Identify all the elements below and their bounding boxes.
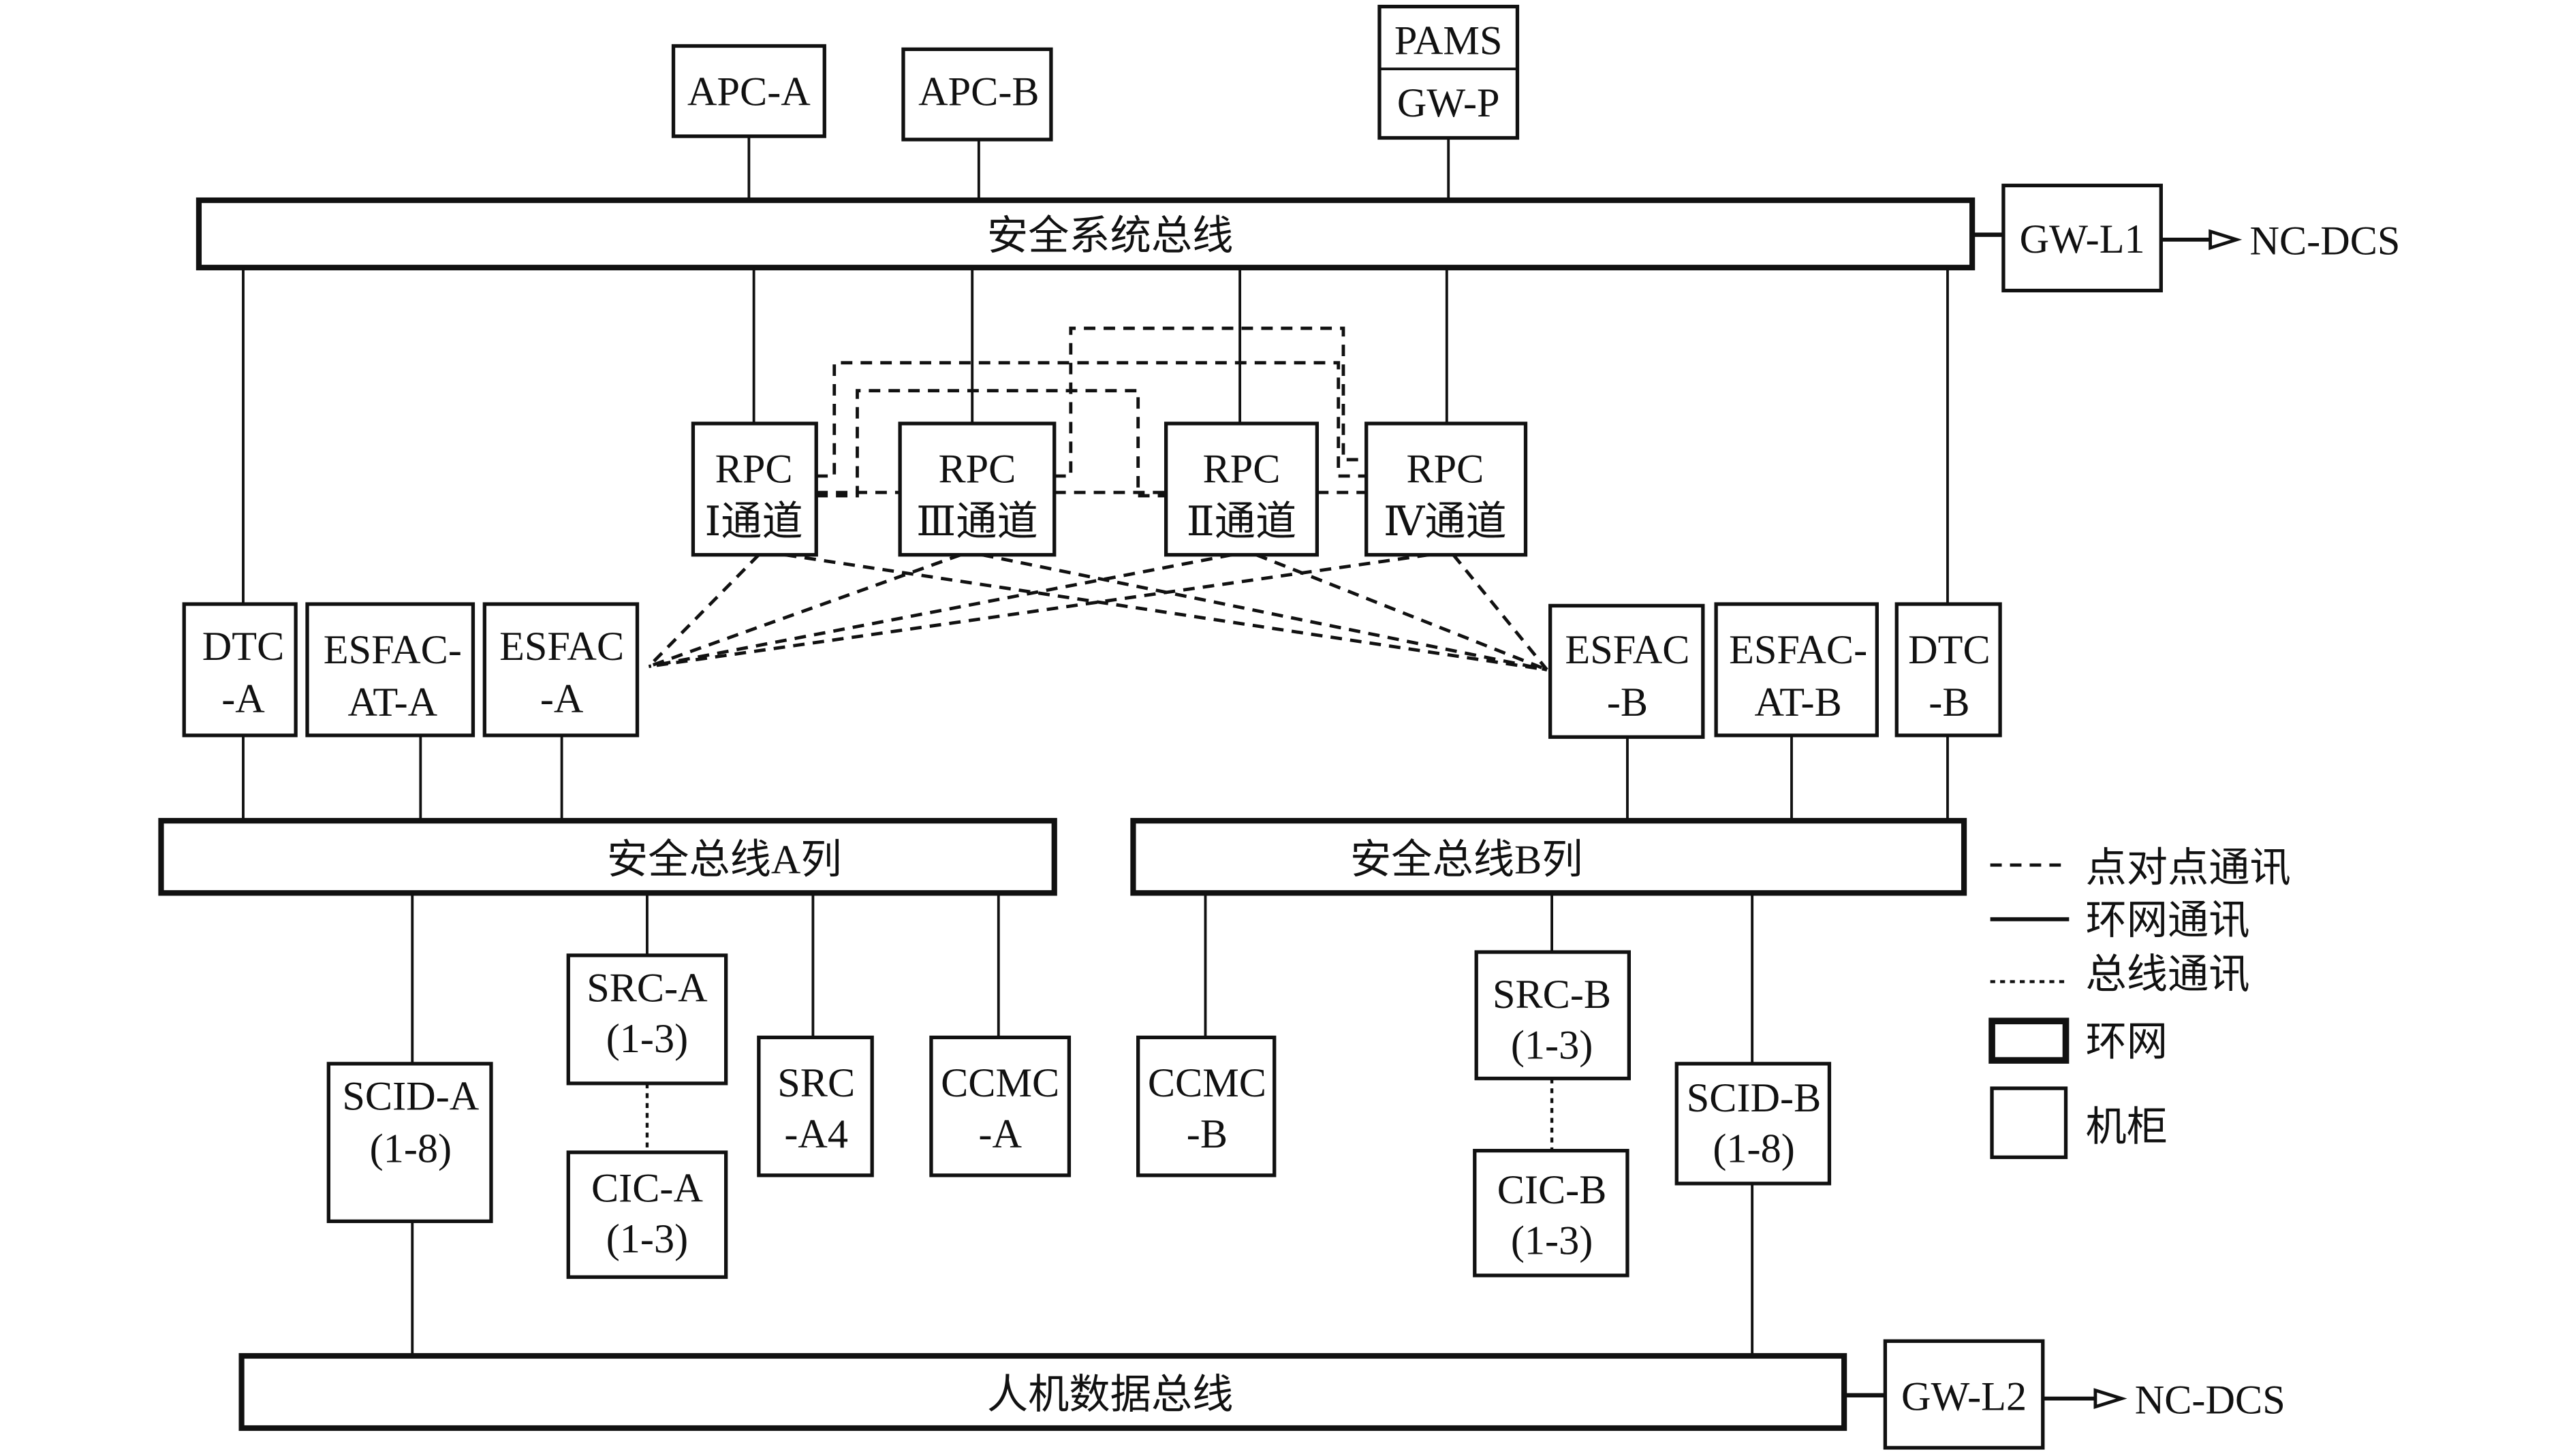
svg-text:DTC: DTC: [202, 624, 285, 669]
svg-text:GW-L1: GW-L1: [2020, 217, 2145, 262]
svg-text:环网: 环网: [2085, 1019, 2168, 1065]
svg-text:-B: -B: [1607, 680, 1648, 725]
svg-text:CCMC: CCMC: [941, 1060, 1059, 1106]
svg-text:Ⅳ通道: Ⅳ通道: [1384, 499, 1507, 545]
esfac-b-node: ESFAC -B: [1548, 603, 1705, 739]
dtc-b-node: DTC -B: [1894, 602, 2002, 738]
esfac-at-a-node: ESFAC- AT-A: [305, 602, 475, 738]
svg-text:SCID-A: SCID-A: [342, 1073, 479, 1119]
svg-text:-B: -B: [1929, 680, 1969, 725]
apc-a-node: APC-A: [671, 44, 826, 138]
svg-text:ESFAC: ESFAC: [499, 624, 624, 669]
svg-text:DTC: DTC: [1908, 627, 1991, 673]
svg-text:(1-3): (1-3): [1511, 1218, 1593, 1264]
svg-text:SRC-A: SRC-A: [587, 965, 708, 1011]
esfac-at-b-node: ESFAC- AT-B: [1714, 602, 1879, 738]
svg-text:CCMC: CCMC: [1148, 1060, 1266, 1106]
svg-text:(1-3): (1-3): [606, 1016, 688, 1062]
gw-l1-node: GW-L1: [2001, 183, 2163, 293]
pams-label: PAMS: [1394, 18, 1503, 64]
nc-dcs-label-2: NC-DCS: [2135, 1377, 2285, 1423]
apc-b-node: APC-B: [901, 47, 1053, 142]
svg-text:Ⅰ通道: Ⅰ通道: [704, 499, 802, 545]
svg-text:环网通讯: 环网通讯: [2085, 898, 2249, 944]
esfac-a-node: ESFAC -A: [482, 602, 640, 738]
svg-text:RPC: RPC: [1406, 447, 1484, 492]
safety-bus-b: 安全总线B列: [1130, 818, 1967, 896]
safety-bus-a: 安全总线A列: [158, 818, 1057, 896]
svg-text:ESFAC-: ESFAC-: [1729, 627, 1867, 673]
svg-text:(1-3): (1-3): [1511, 1023, 1593, 1069]
hmi-data-bus: 人机数据总线: [238, 1352, 1847, 1431]
svg-text:总线通讯: 总线通讯: [2085, 952, 2249, 998]
dtc-a-node: DTC -A: [182, 602, 298, 738]
rpc-to-esfac-links: [647, 553, 1548, 671]
svg-text:CIC-A: CIC-A: [591, 1165, 704, 1211]
legend-ring-box-icon: [1988, 1017, 2070, 1064]
svg-text:-A: -A: [221, 676, 265, 722]
svg-text:ESFAC-: ESFAC-: [324, 627, 462, 673]
src-a4-node: SRC -A4: [757, 1035, 874, 1177]
svg-text:GW-L2: GW-L2: [1901, 1374, 2027, 1420]
src-a-node: SRC-A (1-3): [566, 953, 728, 1086]
svg-text:(1-3): (1-3): [606, 1216, 688, 1262]
svg-text:APC-A: APC-A: [687, 69, 811, 114]
svg-text:RPC: RPC: [715, 447, 793, 492]
svg-text:人机数据总线: 人机数据总线: [987, 1372, 1234, 1418]
svg-text:RPC: RPC: [938, 447, 1016, 492]
safety-system-bus: 安全系统总线: [196, 197, 1976, 270]
rpc-channel-2: RPC Ⅱ通道: [1164, 422, 1320, 557]
arrow-icon: [2093, 1388, 2127, 1409]
rpc-channel-1: RPC Ⅰ通道: [691, 422, 818, 557]
scid-a-node: SCID-A (1-8): [326, 1062, 493, 1223]
rpc-channel-3: RPC Ⅲ通道: [898, 422, 1057, 557]
svg-text:安全总线A列: 安全总线A列: [607, 837, 842, 883]
pams-gw-p-node: PAMS GW-P: [1377, 4, 1520, 140]
svg-text:-A4: -A4: [784, 1111, 848, 1157]
gw-p-label: GW-P: [1397, 80, 1500, 126]
cic-b-node: CIC-B (1-3): [1473, 1149, 1629, 1278]
svg-text:SCID-B: SCID-B: [1687, 1075, 1822, 1121]
svg-text:(1-8): (1-8): [1713, 1126, 1794, 1172]
svg-text:SRC-B: SRC-B: [1493, 972, 1611, 1017]
svg-text:SRC: SRC: [777, 1060, 855, 1106]
svg-text:RPC: RPC: [1203, 447, 1281, 492]
svg-text:AT-A: AT-A: [348, 680, 438, 725]
rpc-channel-4: RPC Ⅳ通道: [1364, 422, 1528, 557]
svg-text:-A: -A: [978, 1111, 1022, 1157]
cic-a-node: CIC-A (1-3): [566, 1150, 728, 1279]
svg-text:机柜: 机柜: [2085, 1105, 2168, 1150]
svg-text:CIC-B: CIC-B: [1497, 1167, 1607, 1213]
legend: 点对点通讯 环网通讯 总线通讯 环网 机柜: [1988, 845, 2291, 1159]
ccmc-a-node: CCMC -A: [929, 1035, 1072, 1177]
svg-text:AT-B: AT-B: [1754, 680, 1841, 725]
legend-cabinet-box-icon: [1990, 1086, 2068, 1159]
ccmc-b-node: CCMC -B: [1136, 1035, 1277, 1177]
svg-text:点对点通讯: 点对点通讯: [2085, 845, 2290, 891]
svg-text:-A: -A: [540, 676, 584, 722]
nc-dcs-label-1: NC-DCS: [2249, 219, 2400, 264]
svg-text:ESFAC: ESFAC: [1565, 627, 1689, 673]
svg-text:安全系统总线: 安全系统总线: [987, 213, 1234, 259]
svg-text:Ⅲ通道: Ⅲ通道: [916, 499, 1038, 545]
svg-text:Ⅱ通道: Ⅱ通道: [1187, 499, 1296, 545]
svg-text:-B: -B: [1187, 1111, 1228, 1157]
svg-text:APC-B: APC-B: [918, 69, 1039, 114]
scid-b-node: SCID-B (1-8): [1674, 1062, 1832, 1186]
gw-l2-node: GW-L2: [1883, 1339, 2045, 1450]
svg-text:安全总线B列: 安全总线B列: [1350, 837, 1582, 883]
src-b-node: SRC-B (1-3): [1474, 950, 1632, 1081]
rpc-point-to-point-links: [816, 326, 1367, 498]
arrow-icon: [2209, 229, 2243, 251]
svg-text:(1-8): (1-8): [370, 1126, 452, 1172]
